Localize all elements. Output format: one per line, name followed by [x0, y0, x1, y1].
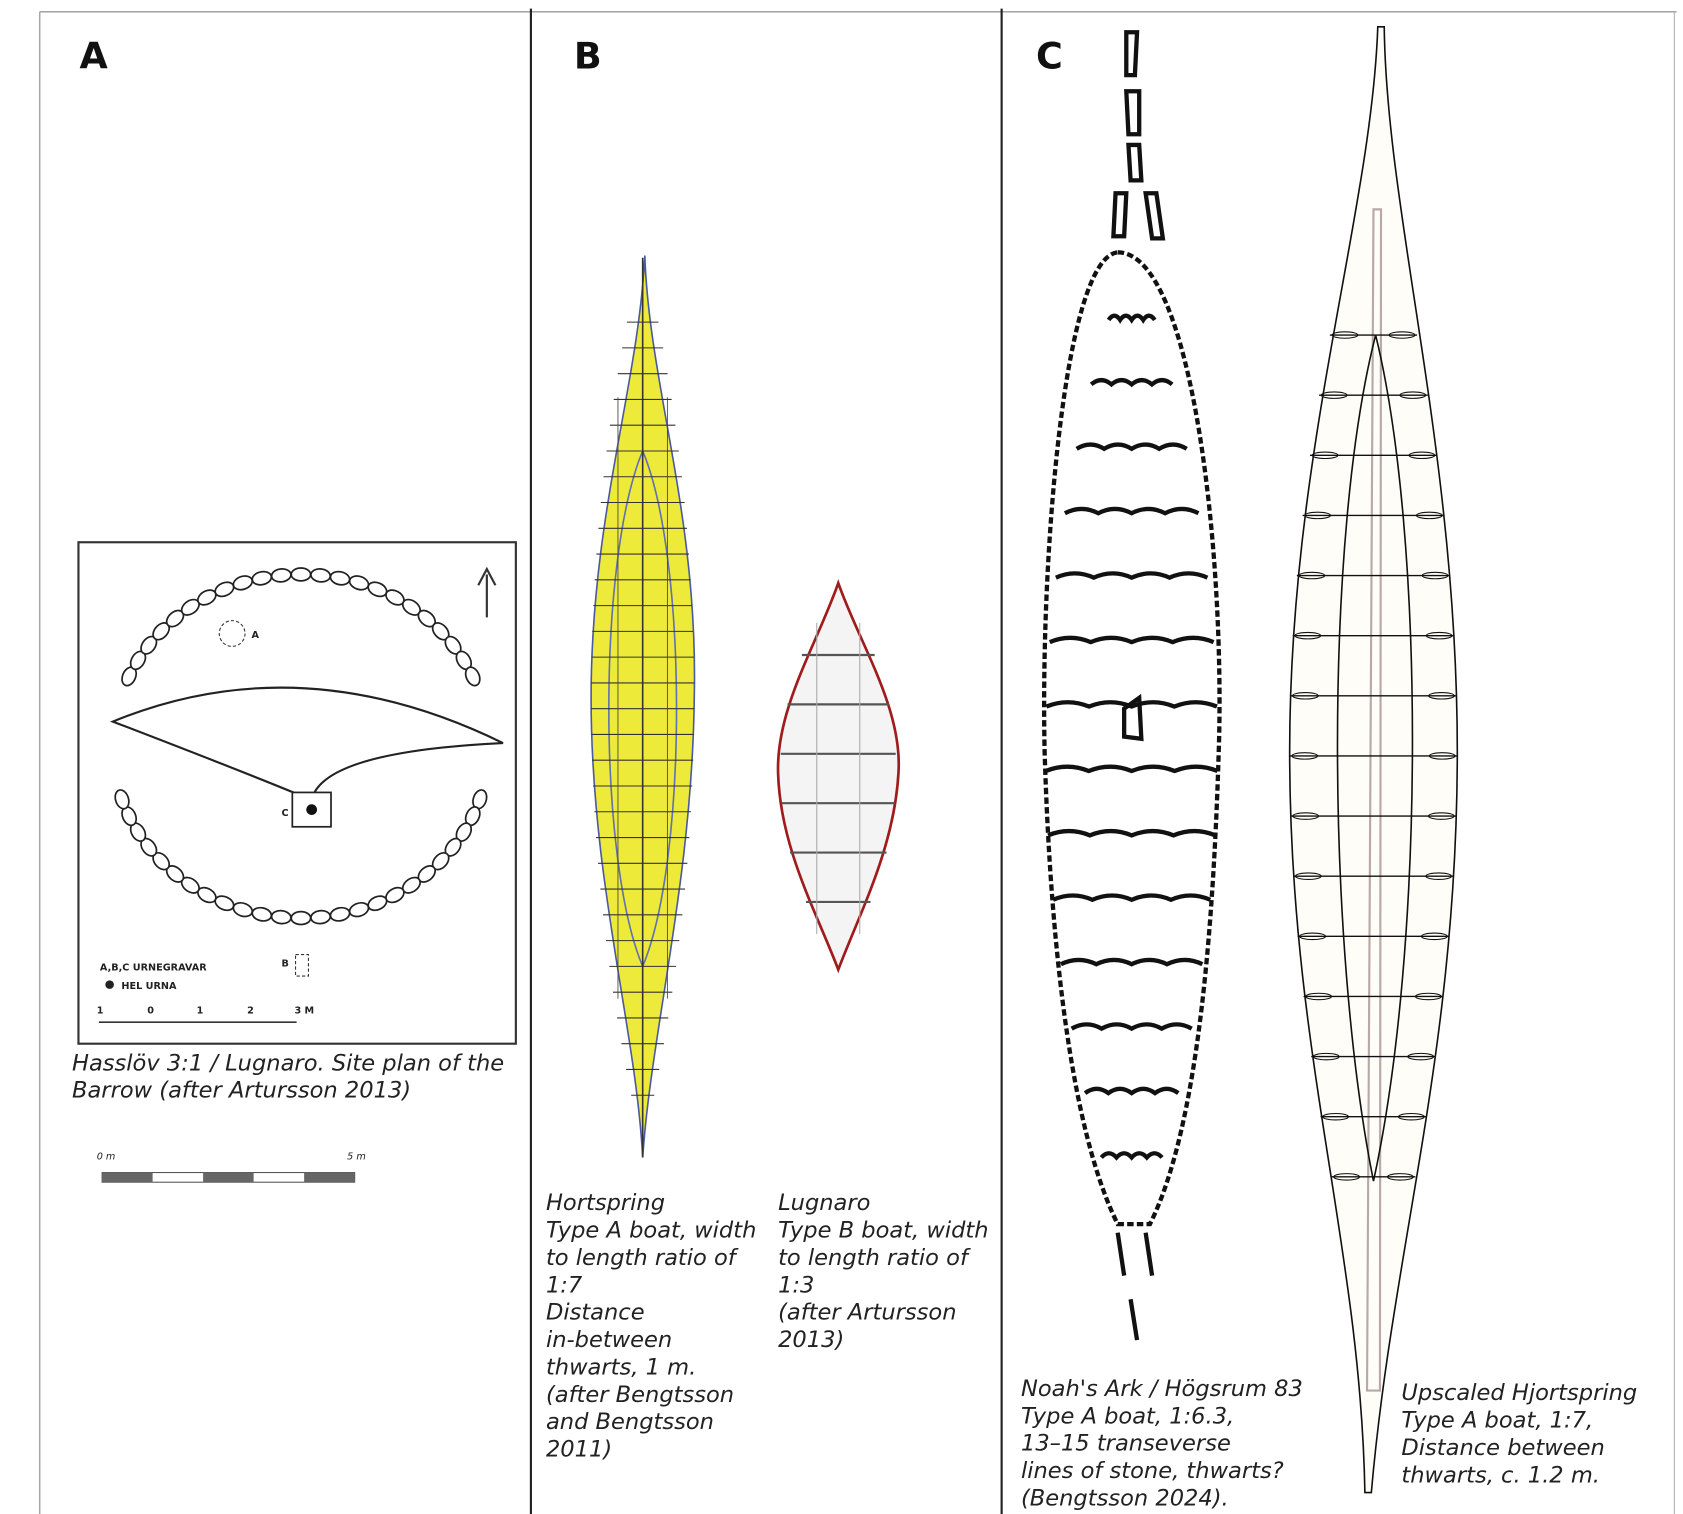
caption-line: Type B boat, width	[778, 1218, 988, 1244]
panel-a: A A C B A,B,C URNEGRAVAR HEL URNA 1 0 1 …	[72, 35, 517, 1183]
panel-label-b: B	[574, 35, 602, 78]
site-plan: A C B A,B,C URNEGRAVAR HEL URNA 1 0 1 2 …	[77, 541, 517, 1045]
caption-line: (after Artursson	[778, 1300, 956, 1326]
caption-a-line: Hasslöv 3:1 / Lugnaro. Site plan of the	[72, 1051, 504, 1077]
caption-line: 13–15 transeverse	[1021, 1431, 1231, 1457]
stone-row	[1063, 506, 1200, 516]
legend-urn-icon	[105, 980, 114, 989]
caption-line: Distance between	[1401, 1435, 1604, 1461]
caption-line: thwarts, c. 1.2 m.	[1401, 1462, 1600, 1488]
stone-row	[1106, 313, 1157, 324]
scale-end: 5 m	[347, 1152, 366, 1163]
caption-line: Distance	[546, 1300, 645, 1326]
caption-line: Type A boat, 1:7,	[1401, 1408, 1593, 1434]
grave-label-c: C	[282, 808, 289, 819]
caption-line: Lugnaro	[778, 1190, 870, 1216]
scale-tick: 0	[147, 1006, 154, 1017]
stone-row	[1047, 828, 1217, 838]
hjortspring-upscaled-plan	[1288, 26, 1459, 1494]
panel-label-c: C	[1036, 35, 1063, 78]
panel-label-a: A	[80, 35, 109, 78]
caption-line: Noah's Ark / Högsrum 83	[1021, 1376, 1303, 1402]
caption-line: Type A boat, width	[546, 1218, 756, 1244]
caption-line: (after Bengtsson	[546, 1382, 734, 1408]
stone-row	[1045, 700, 1218, 709]
stone-row	[1089, 377, 1174, 388]
stone-row	[1048, 635, 1215, 645]
caption-line: lines of stone, thwarts?	[1021, 1458, 1284, 1484]
stone-row	[1099, 1151, 1164, 1161]
scale-tick: 3 M	[294, 1006, 314, 1017]
stone-row	[1045, 764, 1219, 774]
grave-b-marker	[295, 954, 309, 977]
legend-urn: HEL URNA	[121, 981, 177, 992]
legend-graves: A,B,C URNEGRAVAR	[100, 963, 207, 974]
stone-row	[1055, 571, 1209, 581]
hogsrum-stone-setting	[1041, 30, 1222, 1341]
caption-line: thwarts, 1 m.	[546, 1354, 696, 1380]
caption-line: and Bengtsson	[546, 1409, 714, 1435]
caption-line: 1:7	[546, 1272, 583, 1298]
hortspring-boat-plan	[590, 255, 696, 1158]
scale-bar: 0 m 5 m	[97, 1152, 366, 1183]
grave-label-a: A	[251, 630, 259, 641]
stone	[464, 666, 481, 687]
scale-tick: 1	[97, 1006, 104, 1017]
caption-line: to length ratio of	[546, 1245, 739, 1271]
caption-line: Hortspring	[546, 1190, 665, 1216]
caption-line: Upscaled Hjortspring	[1401, 1380, 1637, 1406]
stone-row	[1052, 893, 1212, 903]
urn-marker	[306, 804, 318, 815]
stone	[290, 567, 312, 582]
caption-line: 2013)	[778, 1327, 844, 1353]
lugnaro-boat-plan	[776, 579, 901, 974]
north-arrow-icon	[477, 566, 497, 618]
grave-a-marker	[218, 620, 246, 647]
caption-line: in-between	[546, 1327, 672, 1353]
caption-line: 1:3	[778, 1272, 814, 1298]
caption-line: 2011)	[546, 1437, 612, 1463]
scale-tick: 1	[197, 1006, 204, 1017]
stone-row	[1070, 1022, 1193, 1032]
grave-label-b: B	[282, 958, 289, 969]
stone-row	[1083, 1086, 1180, 1096]
barrow-stones	[114, 567, 488, 926]
ship-setting-outline	[109, 686, 504, 802]
stone-row	[1075, 442, 1188, 452]
scale-start: 0 m	[97, 1152, 116, 1163]
caption-a-line: Barrow (after Artursson 2013)	[72, 1077, 411, 1103]
stone	[114, 789, 130, 810]
stone	[290, 910, 312, 926]
caption-line: Type A boat, 1:6.3,	[1021, 1403, 1234, 1429]
stone-row	[1060, 957, 1204, 967]
scale-tick: 2	[247, 1006, 254, 1017]
caption-line: (Bengtsson 2024).	[1021, 1485, 1229, 1511]
caption-line: to length ratio of	[778, 1245, 971, 1271]
